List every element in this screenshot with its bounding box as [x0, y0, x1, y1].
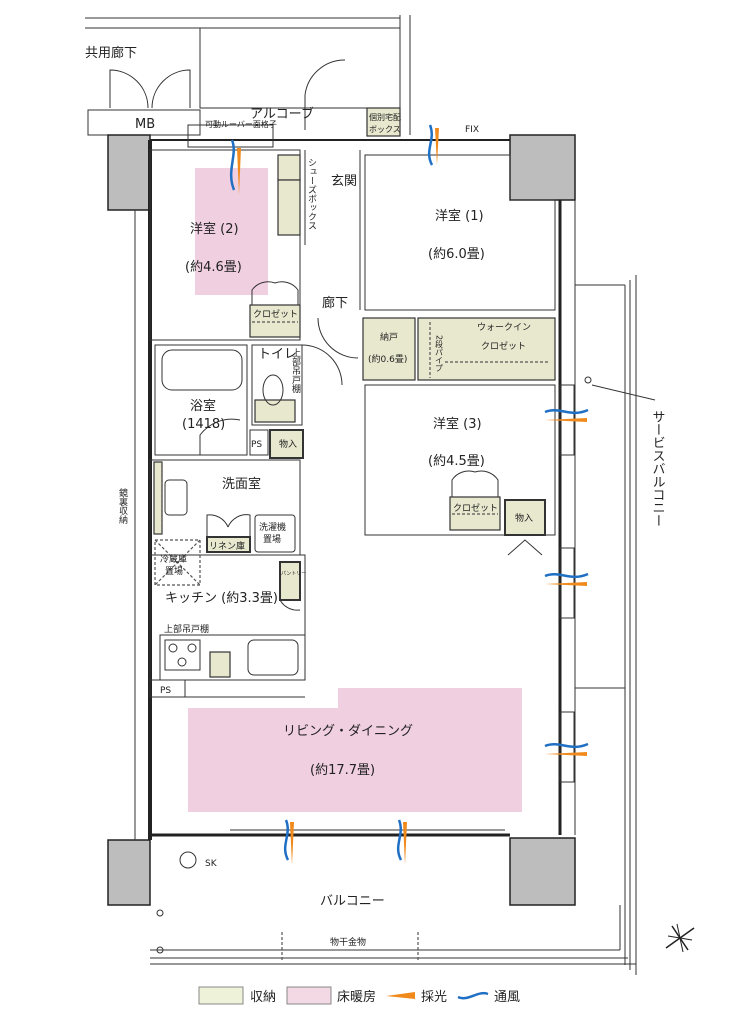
label-walkin-2: クロゼット	[481, 340, 526, 352]
column	[107, 134, 151, 211]
common-corridor-area	[85, 15, 411, 137]
service-balcony	[575, 275, 656, 975]
column	[107, 839, 151, 906]
label-walkin-1: ウォークイン	[477, 322, 531, 333]
floor-heating-ld	[188, 688, 522, 812]
label-ps-1: PS	[251, 440, 262, 450]
toilet-room	[251, 344, 303, 426]
label-mirror-storage: 鏡裏収納	[117, 487, 128, 525]
label-fridge-1: 冷蔵庫	[160, 553, 187, 565]
balcony	[150, 851, 636, 965]
closet-room2	[249, 304, 301, 338]
room2-size: (約4.6畳)	[185, 260, 242, 275]
shoe-box	[277, 154, 301, 181]
fridge-space	[154, 539, 201, 586]
label-storage-1: 物入	[279, 438, 297, 450]
toilet-icon	[262, 374, 284, 406]
legend-light-label: 採光	[421, 990, 447, 1005]
washer-space	[254, 514, 296, 553]
label-delivery-box-1: 個別宅配	[369, 112, 401, 122]
label-storage-2: 物入	[515, 512, 533, 524]
legend: 収納 床暖房 採光 通風	[198, 986, 520, 1005]
storage-box-1	[269, 429, 304, 459]
legend-storage-swatch	[198, 986, 244, 1005]
label-service-balcony: サービスバルコニー	[650, 410, 666, 527]
light-wind-markers	[229, 124, 589, 865]
label-mb: MB	[135, 117, 155, 132]
floor-heating-room2	[195, 168, 268, 295]
label-balcony: バルコニー	[320, 894, 385, 909]
mirror-storage	[153, 461, 163, 535]
walkin-closet	[417, 317, 556, 381]
label-corridor: 廊下	[322, 295, 348, 311]
washbasin	[164, 479, 188, 516]
bathroom	[154, 344, 248, 456]
room3-size: (約4.5畳)	[428, 454, 485, 469]
compass-icon	[665, 923, 695, 953]
label-washroom: 洗面室	[222, 476, 261, 492]
label-delivery-box-2: ボックス	[369, 125, 401, 134]
label-entrance: 玄関	[331, 174, 357, 189]
kitchen-sink	[247, 639, 299, 676]
label-pantry: パントリー	[281, 571, 306, 577]
column	[509, 837, 576, 906]
label-louver: 可動ルーバー面格子	[205, 119, 277, 129]
label-washer-2: 置場	[263, 533, 281, 545]
delivery-box	[366, 107, 401, 137]
label-toilet: トイレ	[258, 347, 297, 362]
slop-sink	[179, 851, 197, 869]
label-pipe: 2段パイプ	[435, 335, 444, 372]
legend-light-icon	[386, 992, 415, 999]
label-kitchen: キッチン (約3.3畳)	[165, 591, 278, 606]
label-linen: リネン庫	[209, 540, 245, 552]
storeroom	[362, 317, 416, 381]
label-drying-hardware: 物干金物	[330, 936, 366, 948]
label-fridge-2: 置場	[165, 565, 183, 577]
shoe-box-lower	[277, 179, 301, 236]
ps-box-1	[249, 429, 269, 456]
label-kitchen-cabinet: 上部吊戸棚	[164, 623, 209, 635]
storeroom-size: (約0.6畳)	[368, 353, 407, 365]
storeroom-name: 納戸	[380, 331, 398, 343]
bath-name: 浴室	[190, 398, 216, 414]
room-1	[364, 154, 556, 311]
label-shoe-box: シューズボックス	[306, 158, 317, 230]
stove-icon	[164, 639, 201, 671]
label-toilet-cabinet: 上部吊戸棚	[290, 348, 301, 394]
living-size: (約17.7畳)	[310, 763, 375, 778]
label-fix: FIX	[465, 125, 479, 135]
room-3	[364, 384, 556, 536]
label-ps-2: PS	[160, 686, 171, 696]
kitchen-counter	[159, 634, 306, 681]
legend-storage-label: 収納	[250, 990, 276, 1005]
storage-box-2	[504, 499, 546, 536]
room1-name: 洋室 (1)	[435, 208, 484, 224]
label-common-corridor: 共用廊下	[85, 45, 137, 61]
room-2	[149, 149, 301, 341]
room2-name: 洋室 (2)	[190, 221, 239, 237]
bath-size: (1418)	[182, 417, 225, 432]
legend-wind-icon	[457, 991, 489, 1000]
legend-heating-label: 床暖房	[337, 989, 376, 1005]
linen-closet	[206, 536, 251, 553]
room3-name: 洋室 (3)	[433, 416, 482, 432]
bathtub	[161, 349, 243, 391]
living-name: リビング・ダイニング	[283, 724, 413, 739]
pantry	[279, 561, 301, 601]
room1-size: (約6.0畳)	[428, 247, 485, 262]
label-sk: SK	[205, 859, 218, 869]
label-washer-1: 洗濯機	[259, 521, 286, 533]
legend-wind-label: 通風	[494, 990, 520, 1005]
label-closet-room3: クロゼット	[453, 502, 498, 514]
column	[509, 134, 576, 201]
label-alcove: アルコーブ	[250, 106, 314, 122]
legend-heating-swatch	[286, 986, 332, 1005]
label-closet-room2: クロゼット	[253, 308, 298, 320]
